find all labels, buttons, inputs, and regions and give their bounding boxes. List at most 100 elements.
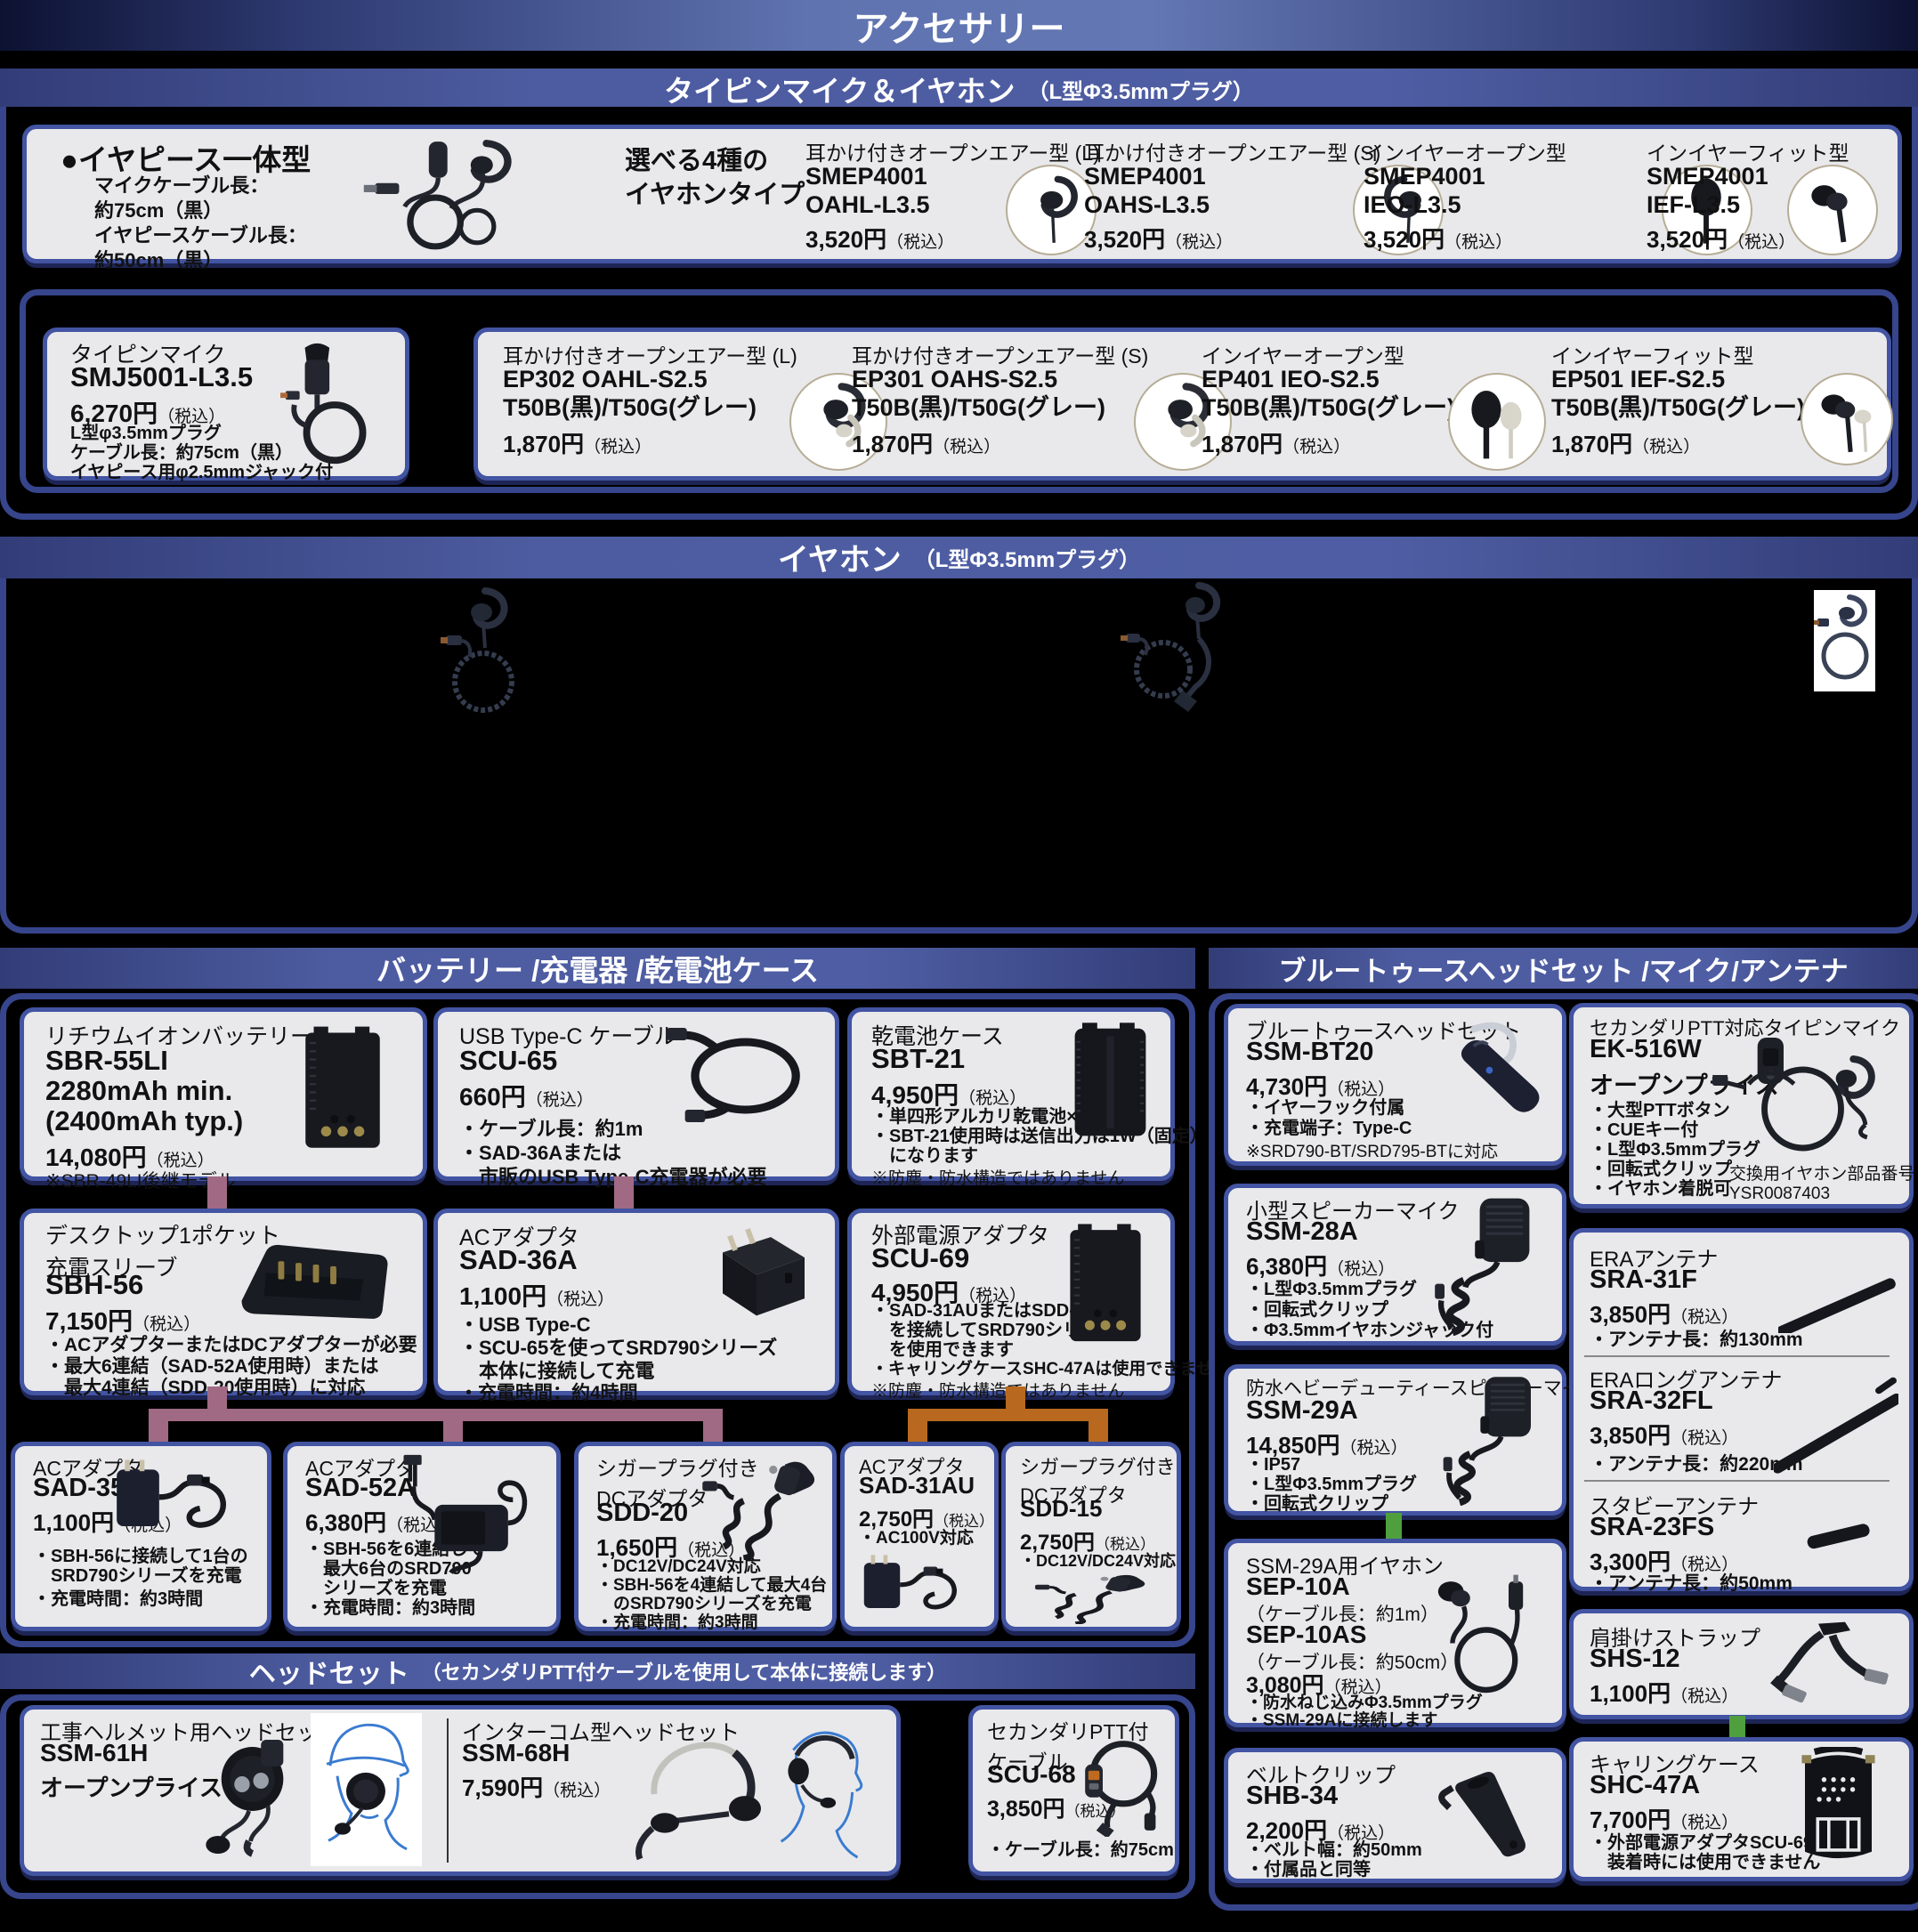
sra32fl-model: SRA-32FL xyxy=(1590,1386,1713,1415)
shc47a-price: 7,700円（税込） xyxy=(1590,1807,1739,1833)
ek516w-b2: ・CUEキー付 xyxy=(1590,1120,1699,1140)
shb34-b1: ・ベルト幅：約50mm xyxy=(1246,1840,1422,1860)
earphone-photo-1 xyxy=(441,586,525,732)
sad52a-b4: ・充電時間：約3時間 xyxy=(305,1598,476,1618)
scu65-b3: 市販のUSB Type-C充電器が必要 xyxy=(459,1166,767,1188)
sbt21-note: ※防塵・防水構造ではありません xyxy=(871,1169,1125,1188)
card-ssm-28a: 小型スピーカーマイク SSM-28A 6,380円（税込） ・L型Φ3.5mmプ… xyxy=(1224,1184,1566,1346)
sad31au-title: ACアダプタ xyxy=(859,1456,965,1478)
shc47a-model: SHC-47A xyxy=(1590,1771,1701,1799)
sad36a-price: 1,100円（税込） xyxy=(459,1282,615,1310)
section-title-tiepin: タイピンマイク＆イヤホン xyxy=(664,75,1016,108)
card-sbh-56: デスクトップ1ポケット充電スリーブ SBH-56 7,150円（税込） ・ACア… xyxy=(20,1209,427,1398)
ssm29a-b1: ・IP57 xyxy=(1246,1455,1301,1475)
connector-scu65-sad36a xyxy=(614,1176,634,1209)
choose-label: 選べる4種のイヤホンタイプ xyxy=(625,147,805,209)
sad52a-b3: シリーズを充電 xyxy=(305,1579,447,1598)
sep10a-sub2: （ケーブル長：約50cm） xyxy=(1246,1653,1460,1673)
shs12-photo xyxy=(1747,1617,1898,1710)
shc47a-b1: ・外部電源アダプタSCU-69 xyxy=(1590,1833,1814,1853)
smj5001-model: SMJ5001-L3.5 xyxy=(70,361,254,392)
ek516w-b4: ・回転式クリップ xyxy=(1590,1160,1732,1179)
card-smj5001: タイピンマイク SMJ5001-L3.5 6,270円（税込） L型φ3.5mm… xyxy=(43,327,409,482)
smj5001-b3: イヤピース用φ2.5mmジャック付 xyxy=(70,463,334,482)
ssm29a-price: 14,850円（税込） xyxy=(1246,1432,1408,1459)
sra32fl-price: 3,850円（税込） xyxy=(1590,1422,1739,1449)
ep-col2-price: 1,870円（税込） xyxy=(852,431,1001,457)
shb34-b2: ・付属品と同等 xyxy=(1246,1860,1371,1879)
ep-col2-photo-circle xyxy=(1134,373,1232,471)
sbt21-photo xyxy=(1064,1019,1157,1144)
smep-col3-price: 3,520円（税込） xyxy=(1364,226,1513,253)
card-sep-10a: SSM-29A用イヤホン SEP-10A （ケーブル長：約1m） SEP-10A… xyxy=(1224,1539,1566,1730)
scu65-b1: ・ケーブル長：約1m xyxy=(459,1118,643,1140)
smj5001-b1: L型φ3.5mmプラグ xyxy=(70,424,222,443)
scu69-b1: ・SAD-31AUまたはSDD-15 xyxy=(871,1301,1096,1321)
scu69-b3: を使用できます xyxy=(871,1340,1014,1360)
ssm61h-model: SSM-61H xyxy=(40,1739,149,1766)
card-shs-12: 肩掛けストラップ SHS-12 1,100円（税込） xyxy=(1569,1609,1914,1719)
scu68-title: セカンダリPTT付ケーブル xyxy=(987,1720,1149,1774)
ssm28a-b2: ・回転式クリップ xyxy=(1246,1300,1388,1320)
connector-external-bar xyxy=(908,1409,1108,1421)
smep-col1-title: 耳かけ付きオープンエアー型 (L) xyxy=(805,141,1100,165)
smep-col1-price: 3,520円（税込） xyxy=(805,226,955,253)
ep-col4-photo xyxy=(1808,376,1884,460)
sad36a-photo xyxy=(696,1220,821,1322)
ssmbt20-b2: ・充電端子：Type-C xyxy=(1246,1119,1412,1138)
sep10a-sub: （ケーブル長：約1m） xyxy=(1246,1605,1439,1625)
section-title-bluetooth: ブルートゥースヘッドセット /マイク/アンテナ xyxy=(1278,955,1849,987)
shb34-title: ベルトクリップ xyxy=(1246,1764,1396,1788)
earpiece-line3: イヤピースケーブル長： xyxy=(94,224,307,247)
connector-shs12-shc47a xyxy=(1729,1716,1745,1739)
sra23fs-photo xyxy=(1783,1508,1894,1562)
ssm28a-title: 小型スピーカーマイク xyxy=(1246,1200,1460,1224)
ek516w-b3: ・L型Φ3.5mmプラグ xyxy=(1590,1140,1761,1160)
headset-card-divider xyxy=(447,1718,449,1863)
scu69-b2: を接続してSRD790シリーズ xyxy=(871,1321,1115,1340)
sbh56-b1: ・ACアダプターまたはDCアダプターが必要 xyxy=(45,1335,417,1355)
sad52a-b2: 最大6台のSRD790 xyxy=(305,1559,472,1579)
sbh56-photo xyxy=(224,1222,407,1329)
page-title-bar: アクセサリー xyxy=(0,0,1918,51)
connector-stub-sad35a xyxy=(149,1421,168,1442)
sra31f-model: SRA-31F xyxy=(1590,1265,1697,1294)
smep-col3-title: インイヤーオープン型 xyxy=(1364,141,1566,165)
shb34-model: SHB-34 xyxy=(1246,1782,1339,1810)
card-sad-35a: ACアダプタ SAD-35A 1,100円（税込） ・SBH-56に接続して1台… xyxy=(11,1442,271,1631)
ssm61h-photo xyxy=(189,1736,318,1861)
sad36a-b1: ・USB Type-C xyxy=(459,1314,591,1336)
shc47a-title: キャリングケース xyxy=(1590,1753,1760,1777)
sra32fl-title: ERAロングアンテナ xyxy=(1590,1369,1783,1393)
sra23fs-price: 3,300円（税込） xyxy=(1590,1548,1739,1575)
ssm61h-helmet-photo xyxy=(311,1713,422,1866)
shb34-photo xyxy=(1428,1759,1549,1868)
sbh56-b2: ・最大6連結（SAD-52A使用時）または xyxy=(45,1356,379,1377)
sra32fl-b: ・アンテナ長：約220mm xyxy=(1590,1454,1803,1475)
smj5001-price: 6,270円（税込） xyxy=(70,400,226,427)
ssm28a-b3: ・Φ3.5mmイヤホンジャック付 xyxy=(1246,1321,1494,1340)
section-header-tiepin: タイピンマイク＆イヤホン （L型Φ3.5mmプラグ） xyxy=(0,69,1918,109)
sad35a-b1: ・SBH-56に接続して1台の xyxy=(33,1547,248,1566)
scu65-title: USB Type-C ケーブル xyxy=(459,1024,676,1049)
card-ek-516w: セカンダリPTT対応タイピンマイク EK-516W オープンプライス ・大型PT… xyxy=(1569,1003,1918,1209)
ssm28a-model: SSM-28A xyxy=(1246,1217,1358,1246)
sad31au-model: SAD-31AU xyxy=(859,1472,975,1499)
sep10a-b1: ・防水ねじ込みΦ3.5mmプラグ xyxy=(1246,1694,1483,1712)
card-scu-69: 外部電源アダプタ SCU-69 4,950円（税込） ・SAD-31AUまたはS… xyxy=(847,1209,1230,1401)
smj5001-photo xyxy=(280,339,394,469)
earpiece-line4: 約50cm（黒） xyxy=(94,249,223,271)
scu69-note: ※防塵・防水構造ではありません xyxy=(871,1382,1125,1401)
sbt21-b1: ・単四形アルカリ乾電池×6 xyxy=(871,1107,1088,1127)
sad36a-model: SAD-36A xyxy=(459,1244,578,1275)
ek516w-price: オープンプライス xyxy=(1590,1072,1779,1099)
connector-sbr-sbh xyxy=(207,1176,227,1209)
sad36a-b4: ・充電時間：約4時間 xyxy=(459,1383,638,1403)
